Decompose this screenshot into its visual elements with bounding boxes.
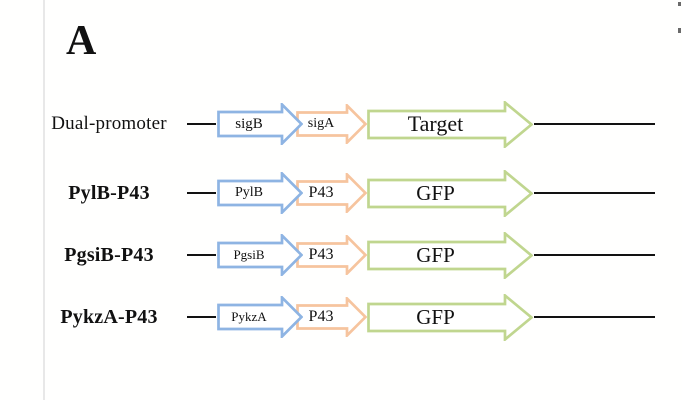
construct-row-pgsib-p43: PgsiB-P43 GFP P43 PgsiB bbox=[0, 231, 682, 279]
downstream-line bbox=[534, 315, 655, 319]
construct-name: PgsiB-P43 bbox=[64, 243, 154, 266]
promoter2-arrow-shape bbox=[296, 297, 367, 337]
gene-label: GFP bbox=[416, 180, 455, 205]
promoter1-label: PgsiB bbox=[233, 247, 265, 262]
construct-name: Dual-promoter bbox=[51, 113, 167, 134]
promoter1-label: PykzA bbox=[231, 309, 267, 324]
gene-arrow-shape bbox=[367, 231, 533, 279]
downstream-line bbox=[534, 122, 655, 126]
promoter2-label: P43 bbox=[308, 246, 334, 263]
promoter1-label: PylB bbox=[234, 185, 263, 200]
promoter1-arrow: PykzA bbox=[217, 296, 303, 338]
promoter1-arrow-shape bbox=[217, 296, 303, 338]
upstream-line bbox=[187, 315, 216, 319]
promoter2-label: P43 bbox=[308, 308, 334, 325]
promoter1-label: sigB bbox=[235, 115, 263, 132]
promoter2-arrow-shape bbox=[296, 235, 367, 275]
edge-artifact bbox=[678, 2, 681, 6]
edge-artifact bbox=[678, 28, 681, 33]
construct-row-pykza-p43: PykzA-P43 GFP P43 PykzA bbox=[0, 293, 682, 341]
promoter2-label: P43 bbox=[308, 184, 334, 201]
gene-arrow-shape bbox=[367, 293, 533, 341]
gene-arrow: Target bbox=[367, 100, 533, 148]
downstream-line bbox=[534, 253, 655, 257]
construct-row-pylb-p43: PylB-P43 GFP P43 PylB bbox=[0, 169, 682, 217]
figure-border-line bbox=[43, 0, 45, 400]
upstream-line bbox=[187, 191, 216, 195]
promoter2-arrow: P43 bbox=[296, 235, 367, 275]
promoter2-arrow-shape bbox=[296, 104, 367, 144]
upstream-line bbox=[187, 122, 216, 126]
promoter2-arrow: sigA bbox=[296, 104, 367, 144]
gene-arrow-shape bbox=[367, 169, 533, 217]
promoter1-arrow-shape bbox=[217, 172, 303, 214]
promoter2-arrow: P43 bbox=[296, 297, 367, 337]
promoter2-arrow: P43 bbox=[296, 173, 367, 213]
promoter2-arrow-shape bbox=[296, 173, 367, 213]
gene-label: GFP bbox=[416, 242, 455, 267]
gene-arrow: GFP bbox=[367, 231, 533, 279]
promoter1-arrow: PylB bbox=[217, 172, 303, 214]
gene-arrow: GFP bbox=[367, 293, 533, 341]
construct-name: PykzA-P43 bbox=[60, 305, 158, 328]
downstream-line bbox=[534, 191, 655, 195]
construct-row-dual-promoter: Dual-promoter Target sigA sigB bbox=[0, 100, 682, 148]
promoter1-arrow-shape bbox=[217, 234, 303, 276]
gene-arrow: GFP bbox=[367, 169, 533, 217]
promoter1-arrow-shape bbox=[217, 103, 303, 145]
gene-label: Target bbox=[407, 111, 464, 136]
construct-name: PylB-P43 bbox=[68, 181, 150, 204]
promoter1-arrow: PgsiB bbox=[217, 234, 303, 276]
promoter2-label: sigA bbox=[307, 116, 335, 131]
gene-arrow-shape bbox=[367, 100, 533, 148]
upstream-line bbox=[187, 253, 216, 257]
gene-label: GFP bbox=[416, 304, 455, 329]
promoter1-arrow: sigB bbox=[217, 103, 303, 145]
panel-label: A bbox=[66, 18, 97, 64]
